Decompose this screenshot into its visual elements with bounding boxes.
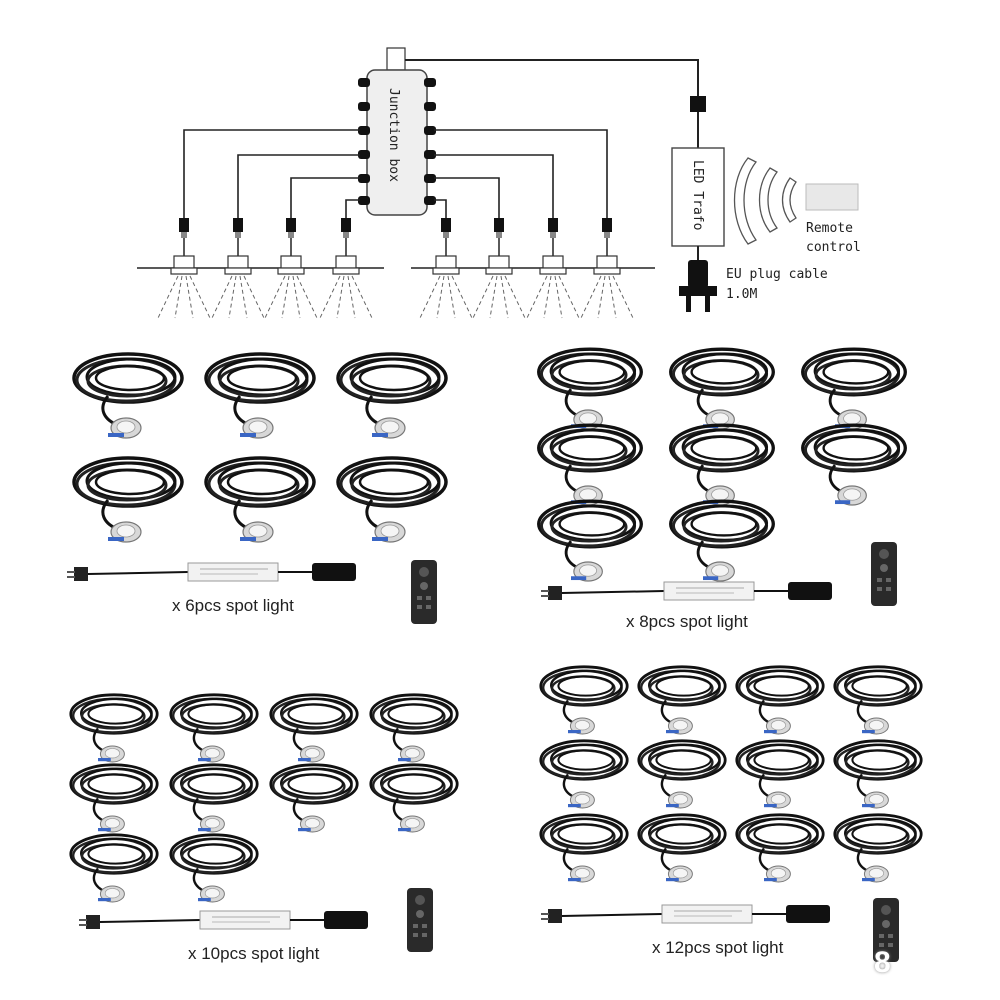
- driver-with-plug: [67, 562, 356, 582]
- spot-light-with-cable: [669, 423, 775, 507]
- led-trafo-label: LED Trafo: [690, 160, 705, 230]
- spot-light-with-cable: [369, 693, 459, 764]
- diagram-spot-light: [264, 218, 318, 319]
- spot-light-with-cable: [537, 347, 643, 431]
- spot-light-with-cable: [735, 665, 825, 736]
- spot-light-with-cable: [637, 813, 727, 884]
- junction-box-label: Junction box: [386, 88, 401, 182]
- spot-light-with-cable: [204, 352, 316, 440]
- spot-light-with-cable: [336, 352, 448, 440]
- watermark-digit: 8: [874, 946, 891, 979]
- spot-light-with-cable: [537, 423, 643, 507]
- spot-light-with-cable: [269, 763, 359, 834]
- diagram-spot-fixtures: [157, 218, 634, 319]
- eu-plug-icon: [679, 260, 717, 312]
- spot-light-with-cable: [539, 665, 629, 736]
- remote-control: [411, 560, 437, 624]
- kit-10-caption: x 10pcs spot light: [188, 944, 320, 963]
- spot-light-with-cable: [369, 763, 459, 834]
- right-cables: [434, 129, 608, 222]
- diagram-spot-light: [526, 218, 580, 319]
- spot-light-with-cable: [539, 813, 629, 884]
- spot-light-with-cable: [833, 813, 923, 884]
- spot-light-with-cable: [735, 813, 825, 884]
- spot-light-with-cable: [72, 352, 184, 440]
- spot-light-with-cable: [69, 763, 159, 834]
- spot-light-with-cable: [169, 763, 259, 834]
- spot-light-with-cable: [69, 833, 159, 904]
- remote-control-icon: [805, 183, 859, 211]
- spot-light-with-cable: [537, 499, 643, 583]
- driver-with-plug: [541, 581, 832, 601]
- wiring-diagram: Junction box LED Trafo: [137, 47, 861, 319]
- spot-light-with-cable: [269, 693, 359, 764]
- driver-with-plug: [79, 910, 368, 930]
- spot-light-with-cable: [637, 665, 727, 736]
- spot-light-with-cable: [833, 665, 923, 736]
- diagram-spot-light: [211, 218, 265, 319]
- spot-light-with-cable: [669, 499, 775, 583]
- trafo-output-cable: [405, 59, 699, 150]
- spot-light-with-cable: [801, 423, 907, 507]
- spot-light-with-cable: [637, 739, 727, 810]
- driver-with-plug: [541, 904, 830, 924]
- spot-light-with-cable: [69, 693, 159, 764]
- remote-label-line1: Remote: [806, 221, 853, 236]
- kit-6-caption: x 6pcs spot light: [172, 596, 294, 615]
- remote-control: [407, 888, 433, 952]
- led-trafo: [671, 147, 725, 247]
- spot-light-with-cable: [169, 693, 259, 764]
- spot-light-with-cable: [336, 456, 448, 544]
- wireless-signal-icon: [733, 157, 797, 245]
- spot-light-with-cable: [539, 739, 629, 810]
- remote-control: [871, 542, 897, 606]
- plug-label-line1: EU plug cable: [726, 267, 828, 282]
- spot-light-with-cable: [669, 347, 775, 431]
- spot-light-with-cable: [801, 347, 907, 431]
- left-cables: [183, 129, 360, 222]
- diagram-spot-light: [157, 218, 211, 319]
- diagram-spot-light: [319, 218, 373, 319]
- diagram-spot-light: [472, 218, 526, 319]
- remote-label-line2: control: [806, 240, 861, 255]
- kit-12-caption: x 12pcs spot light: [652, 938, 784, 957]
- kit-8-caption: x 8pcs spot light: [626, 612, 748, 631]
- spot-light-with-cable: [833, 739, 923, 810]
- spot-light-with-cable: [72, 456, 184, 544]
- spot-light-with-cable: [735, 739, 825, 810]
- cable-connector: [690, 96, 706, 112]
- diagram-spot-light: [419, 218, 473, 319]
- spot-light-with-cable: [204, 456, 316, 544]
- junction-box: [366, 69, 428, 216]
- spot-light-with-cable: [169, 833, 259, 904]
- plug-label-line2: 1.0M: [726, 287, 757, 302]
- diagram-spot-light: [580, 218, 634, 319]
- junction-box-ports: [358, 78, 436, 205]
